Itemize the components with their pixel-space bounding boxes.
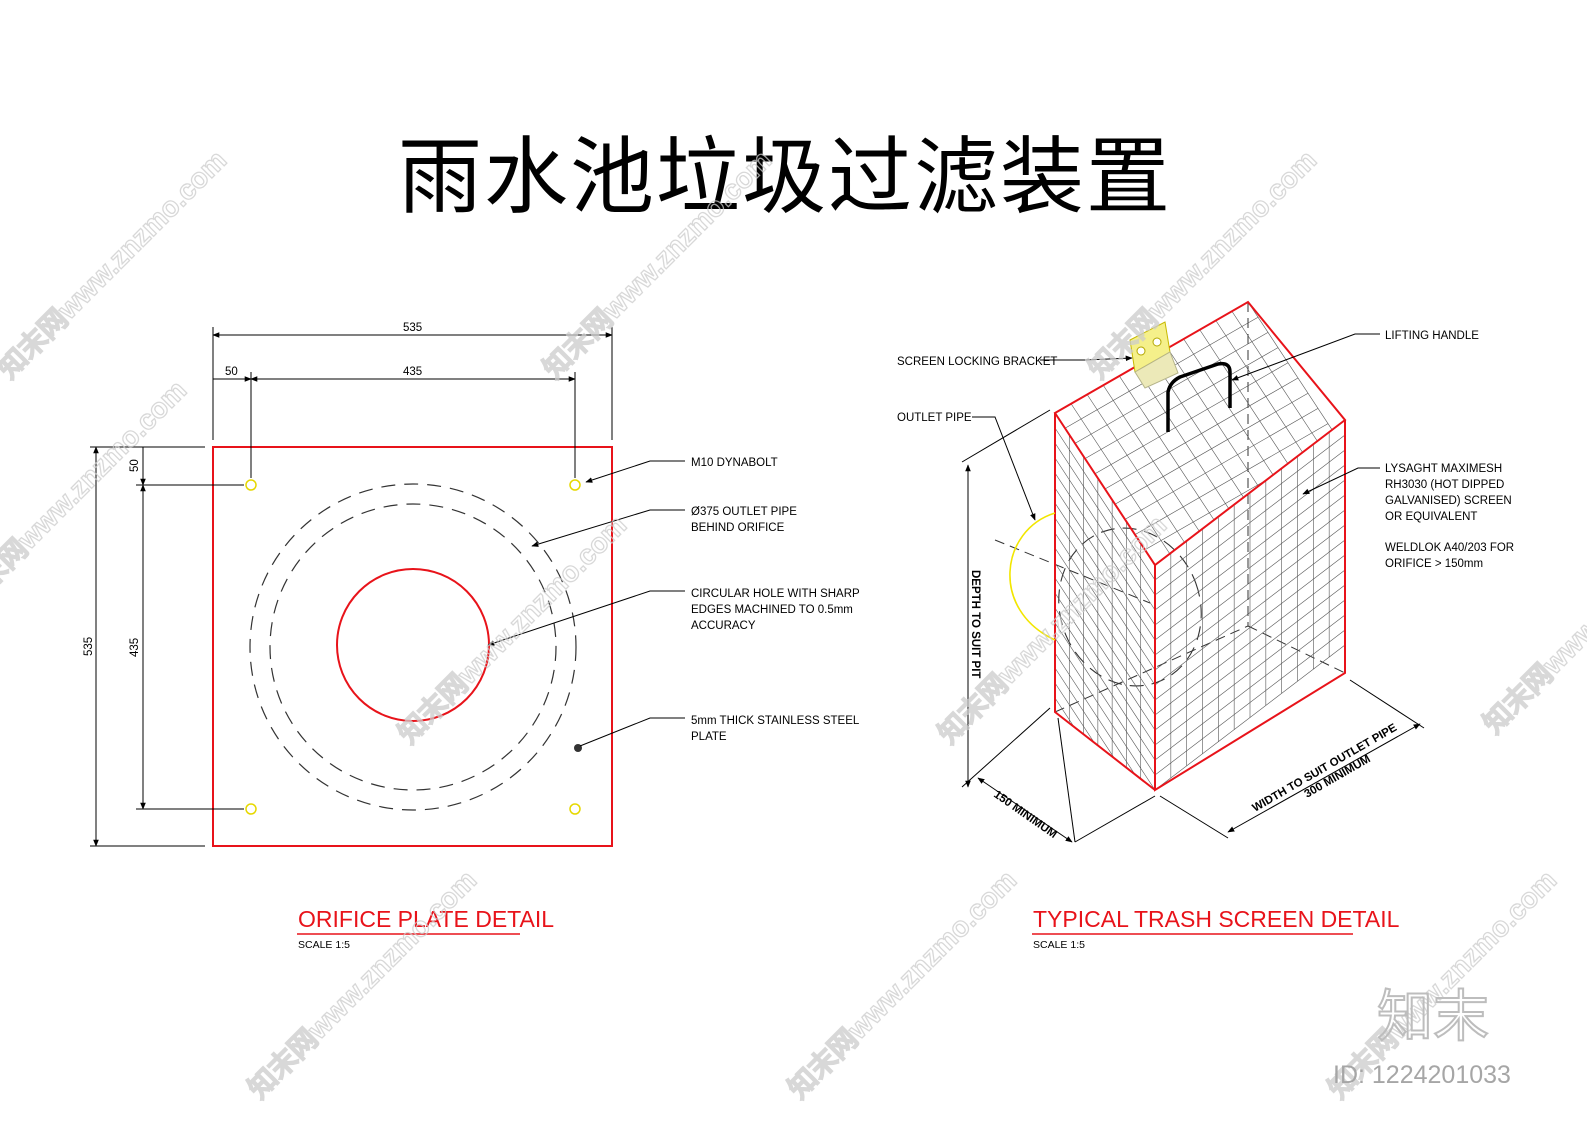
bolt-bottom-right [569, 803, 581, 815]
orifice-hole [336, 568, 490, 722]
outlet-pipe-outer-dashed [249, 483, 577, 811]
dim-width-1: WIDTH TO SUIT OUTLET PIPE [1251, 722, 1400, 815]
orifice-plate-drawing: 535 50 435 535 50 435 M10 DYNABOLT Ø375 … [83, 322, 860, 951]
watermark-layer: 知末网www.znzmo.com 知末网www.znzmo.com 知末网www… [0, 143, 1587, 1105]
dim-width-total: 535 [403, 322, 422, 334]
screen-mesh-top [1055, 302, 1345, 565]
note-hole-3: ACCURACY [691, 620, 756, 632]
dim-150-minimum: 150 MINIMUM [991, 789, 1059, 841]
trash-screen-drawing: DEPTH TO SUIT PIT 150 MINIMUM WIDTH TO S… [897, 300, 1514, 951]
trash-screen-header: TYPICAL TRASH SCREEN DETAIL [1033, 906, 1400, 932]
page-title: 雨水池垃圾过滤装置 [398, 128, 1172, 226]
bolt-top-left [245, 479, 257, 491]
screen-locking-bracket [1129, 321, 1179, 389]
bolt-top-right [569, 479, 581, 491]
note-bracket: SCREEN LOCKING BRACKET [897, 356, 1057, 368]
trash-scale: SCALE 1:5 [1033, 939, 1085, 951]
watermark-id: ID: 1224201033 [1333, 1061, 1511, 1089]
note-mesh-1: LYSAGHT MAXIMESH [1385, 463, 1502, 475]
screen-mesh-front [1155, 420, 1345, 790]
note-mesh-2: RH3030 (HOT DIPPED [1385, 479, 1504, 491]
screen-mesh-side [1055, 413, 1155, 790]
watermark-text: 知末网www.znzmo.com [0, 143, 232, 384]
note-weld-2: ORIFICE > 150mm [1385, 558, 1483, 570]
note-hole-2: EDGES MACHINED TO 0.5mm [691, 604, 853, 616]
dim-bolt-spacing: 435 [403, 366, 422, 378]
note-hole-1: CIRCULAR HOLE WITH SHARP [691, 588, 860, 600]
watermark-text: 知末网www.znzmo.com [1477, 498, 1587, 739]
note-mesh-3: GALVANISED) SCREEN [1385, 495, 1512, 507]
dim-edge-offset-v: 50 [129, 459, 141, 472]
outlet-pipe-inner-dashed [269, 503, 557, 791]
watermark-text: 知末网www.znzmo.com [782, 863, 1023, 1104]
note-outlet-pipe-1: Ø375 OUTLET PIPE [691, 506, 797, 518]
outlet-pipe-arc [1009, 512, 1056, 641]
screen-side-edges [1054, 413, 1156, 791]
plate-outline [212, 446, 613, 847]
dim-bolt-spacing-v: 435 [129, 638, 141, 657]
note-outlet-pipe-2: BEHIND ORIFICE [691, 522, 785, 534]
note-outlet: OUTLET PIPE [897, 412, 972, 424]
orifice-detail-header: ORIFICE PLATE DETAIL [298, 906, 554, 932]
lifting-handle [1166, 361, 1232, 432]
dim-edge-offset: 50 [225, 366, 238, 378]
note-plate-1: 5mm THICK STAINLESS STEEL [691, 715, 860, 727]
note-handle: LIFTING HANDLE [1385, 330, 1479, 342]
watermark-text: 知末网www.znzmo.com [242, 863, 483, 1104]
note-mesh-4: OR EQUIVALENT [1385, 511, 1477, 523]
note-plate-2: PLATE [691, 731, 727, 743]
dim-height-total: 535 [83, 637, 95, 656]
watermark-logo: 知末 [1377, 985, 1489, 1050]
screen-top-face-outline [1053, 300, 1347, 567]
bolt-bottom-left [245, 803, 257, 815]
note-dynabolt: M10 DYNABOLT [691, 457, 778, 469]
orifice-scale: SCALE 1:5 [298, 939, 350, 951]
dim-depth: DEPTH TO SUIT PIT [969, 570, 981, 678]
note-weld-1: WELDLOK A40/203 FOR [1385, 542, 1514, 554]
